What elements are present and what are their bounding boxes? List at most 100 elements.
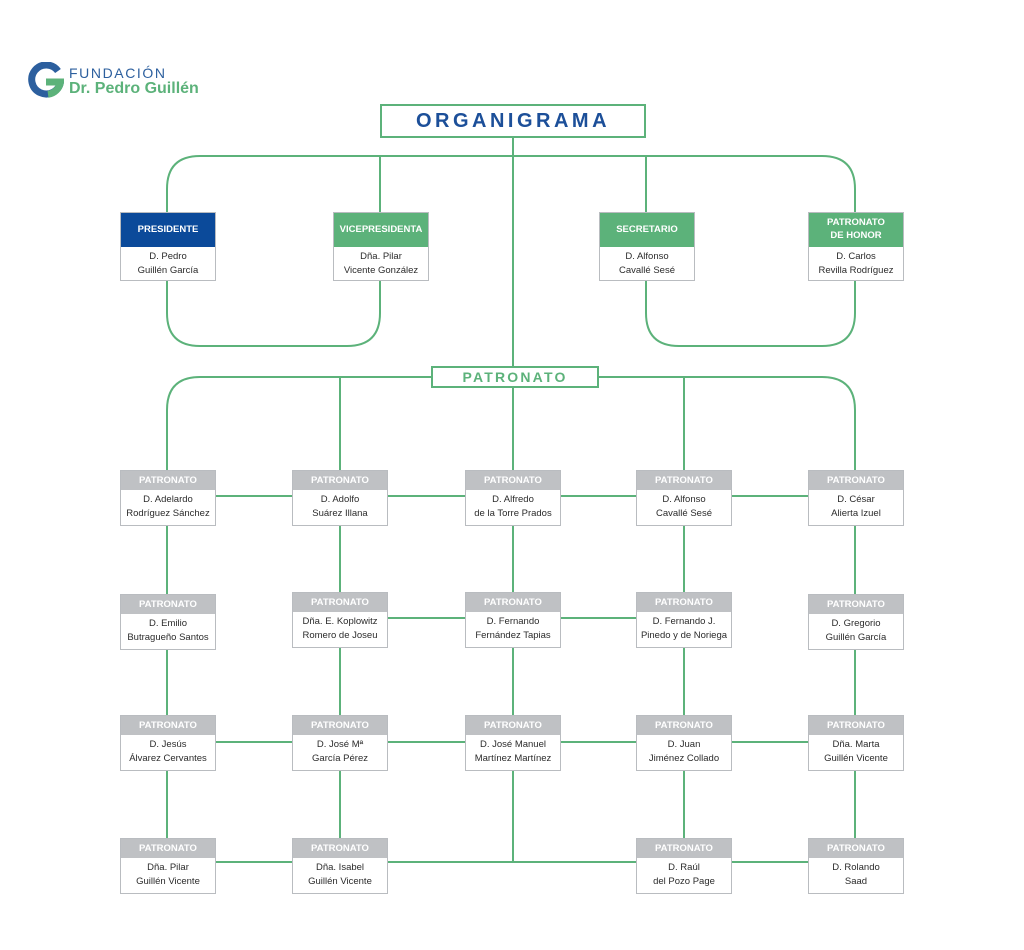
board-member-name-line1: D. César	[837, 494, 875, 505]
board-member-name-line1: D. Raúl	[668, 862, 700, 873]
officer-card-secretary: SECRETARIO D. Alfonso Cavallé Sesé	[599, 212, 695, 281]
board-member-name-line1: D. Adolfo	[320, 494, 360, 505]
officer-role: VICEPRESIDENTA	[334, 213, 428, 247]
board-member-name-line2: Álvarez Cervantes	[129, 753, 207, 764]
board-member-card: PATRONATO D. José Mª García Pérez	[292, 715, 388, 771]
officer-role-line2: DE HONOR	[830, 230, 882, 241]
board-member-name-line2: Saad	[844, 876, 868, 887]
board-member-label: PATRONATO	[466, 471, 560, 490]
board-member-label: PATRONATO	[809, 471, 903, 490]
officer-name-line1: Dña. Pilar	[360, 251, 402, 262]
board-member-label: PATRONATO	[293, 839, 387, 858]
officer-role: PRESIDENTE	[121, 213, 215, 247]
officer-name-line1: D. Pedro	[149, 251, 187, 262]
board-member-name-line2: Guillén Vicente	[308, 876, 372, 887]
board-member-label: PATRONATO	[809, 595, 903, 614]
board-member-name-line2: Cavallé Sesé	[656, 508, 712, 519]
fundacion-logo: FUNDACIÓN Dr. Pedro Guillén	[28, 62, 228, 102]
board-member-label: PATRONATO	[293, 471, 387, 490]
board-member-name-line1: D. Adelardo	[143, 494, 193, 505]
officer-card-vicepresident: VICEPRESIDENTA Dña. Pilar Vicente Gonzál…	[333, 212, 429, 281]
board-member-label: PATRONATO	[466, 716, 560, 735]
board-member-name-line2: Butragueño Santos	[127, 632, 209, 643]
officer-role: PATRONATO DE HONOR	[809, 213, 903, 247]
board-member-name-line1: D. Fernando	[486, 616, 540, 627]
board-member-label: PATRONATO	[637, 471, 731, 490]
officer-card-honorary-board: PATRONATO DE HONOR D. Carlos Revilla Rod…	[808, 212, 904, 281]
board-member-label: PATRONATO	[637, 716, 731, 735]
officer-name-line1: D. Carlos	[836, 251, 876, 262]
board-member-label: PATRONATO	[809, 839, 903, 858]
officer-name-line2: Revilla Rodríguez	[818, 265, 894, 276]
officer-card-president: PRESIDENTE D. Pedro Guillén García	[120, 212, 216, 281]
board-member-label: PATRONATO	[293, 716, 387, 735]
board-member-name-line1: D. Juan	[667, 739, 701, 750]
officer-role-line1: PATRONATO	[827, 217, 885, 228]
board-member-label: PATRONATO	[809, 716, 903, 735]
board-member-label: PATRONATO	[466, 593, 560, 612]
board-member-name-line1: D. Gregorio	[831, 618, 881, 629]
officer-role: SECRETARIO	[600, 213, 694, 247]
board-member-name-line2: Fernández Tapias	[475, 630, 551, 641]
officer-name-line2: Vicente González	[343, 265, 419, 276]
board-member-name-line2: Suárez Illana	[312, 508, 368, 519]
board-member-card: PATRONATO D. Raúl del Pozo Page	[636, 838, 732, 894]
board-member-name-line2: Jiménez Collado	[648, 753, 720, 764]
board-member-label: PATRONATO	[637, 593, 731, 612]
board-member-label: PATRONATO	[637, 839, 731, 858]
board-member-name-line2: Pinedo y de Noriega	[640, 630, 728, 641]
board-member-name-line2: Rodríguez Sánchez	[126, 508, 210, 519]
logo-line-name: Dr. Pedro Guillén	[69, 80, 199, 97]
board-member-card: PATRONATO D. Fernando J. Pinedo y de Nori…	[636, 592, 732, 648]
board-member-name-line1: D. Alfonso	[662, 494, 706, 505]
chart-title: ORGANIGRAMA	[380, 104, 646, 138]
board-member-name-line2: Guillén Vicente	[136, 876, 200, 887]
board-member-name-line2: de la Torre Prados	[474, 508, 552, 519]
board-member-name-line2: Romero de Joseu	[302, 630, 378, 641]
board-member-name-line1: D. Jesús	[149, 739, 187, 750]
board-member-name-line2: del Pozo Page	[653, 876, 715, 887]
officer-name-line1: D. Alfonso	[625, 251, 669, 262]
board-member-name-line1: Dña. E. Koplowitz	[302, 616, 378, 627]
board-member-name-line1: Dña. Pilar	[147, 862, 189, 873]
board-member-name-line1: D. Fernando J.	[652, 616, 716, 627]
board-member-label: PATRONATO	[121, 471, 215, 490]
board-title: PATRONATO	[431, 366, 599, 388]
board-member-name-line2: Alierta Izuel	[831, 508, 881, 519]
board-member-name-line1: D. Rolando	[832, 862, 880, 873]
fundacion-g-mark-icon	[28, 62, 64, 98]
board-member-label: PATRONATO	[121, 716, 215, 735]
board-member-card: PATRONATO D. Alfredo de la Torre Prados	[465, 470, 561, 526]
board-member-name-line1: D. Emilio	[148, 618, 187, 629]
board-member-label: PATRONATO	[121, 595, 215, 614]
board-member-label: PATRONATO	[121, 839, 215, 858]
board-member-name-line2: Martínez Martínez	[474, 753, 552, 764]
board-member-name-line1: Dña. Isabel	[315, 862, 365, 873]
board-member-label: PATRONATO	[293, 593, 387, 612]
logo-line-fundacion: FUNDACIÓN	[69, 65, 167, 81]
board-member-name-line1: Dña. Marta	[832, 739, 880, 750]
board-member-name-line1: D. Alfredo	[492, 494, 534, 505]
board-member-name-line2: Guillén García	[825, 632, 887, 643]
board-member-name-line1: D. José Mª	[316, 739, 364, 750]
officer-name-line2: Guillén García	[137, 265, 199, 276]
board-member-name-line1: D. José Manuel	[479, 739, 546, 750]
board-member-name-line2: García Pérez	[312, 753, 368, 764]
board-member-name-line2: Guillén Vicente	[824, 753, 888, 764]
officer-name-line2: Cavallé Sesé	[619, 265, 675, 276]
